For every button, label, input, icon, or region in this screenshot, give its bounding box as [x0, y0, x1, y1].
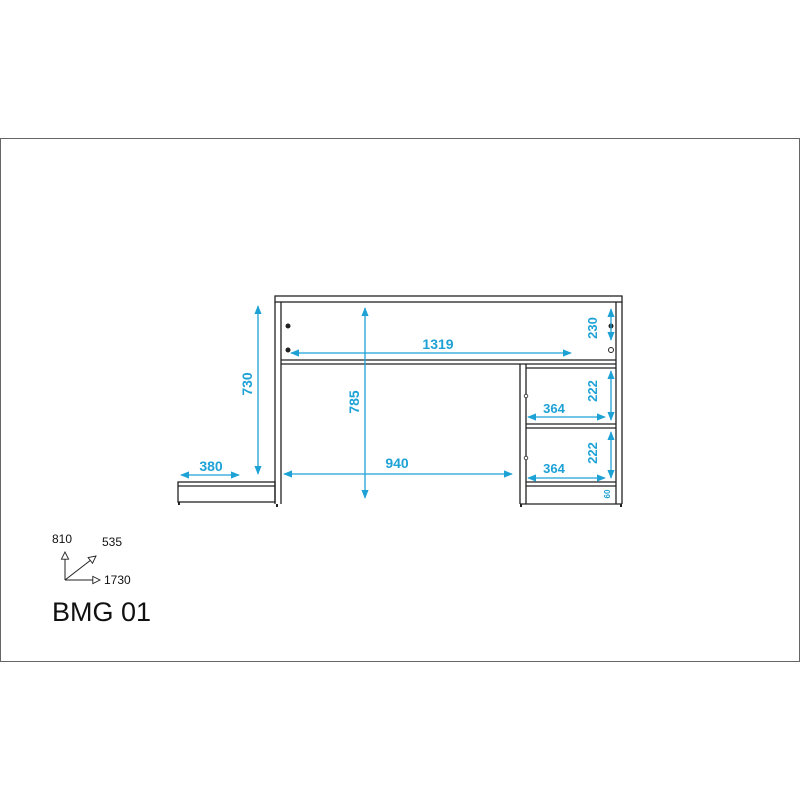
axis-legend	[65, 552, 100, 580]
dim-label-940: 940	[385, 455, 409, 471]
axis-label-width: 1730	[104, 573, 131, 587]
desk-top-board	[274, 295, 623, 303]
dim-label-785: 785	[346, 390, 362, 414]
model-name: BMG 01	[52, 597, 151, 627]
dimension-lines	[180, 305, 615, 499]
axis-label-height: 810	[52, 532, 72, 546]
dim-label-60: 60	[603, 489, 612, 498]
axis-label-depth: 535	[102, 535, 122, 549]
feet	[178, 502, 622, 507]
side-platform	[177, 481, 276, 503]
dim-label-364-b: 364	[543, 461, 565, 476]
dim-label-380: 380	[199, 458, 223, 474]
axis-depth-arrow	[64, 556, 96, 581]
dim-label-222-a: 222	[585, 380, 600, 402]
dim-label-222-b: 222	[585, 442, 600, 464]
dim-label-1319: 1319	[422, 336, 453, 352]
dim-label-364-a: 364	[543, 401, 565, 416]
dim-label-230: 230	[585, 317, 600, 339]
desk-outline	[177, 295, 623, 505]
dim-label-730: 730	[239, 372, 255, 396]
